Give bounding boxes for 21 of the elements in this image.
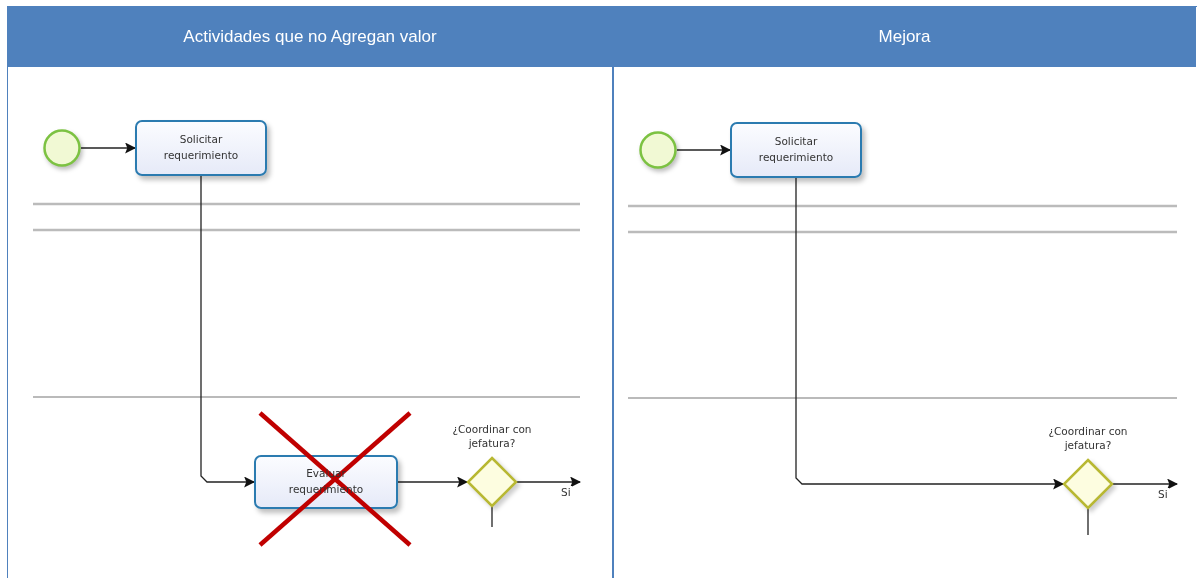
- task-box: Solicitar requerimiento: [730, 122, 862, 178]
- decision-label: ¿Coordinar con jefatura?: [451, 421, 533, 451]
- arrow: [516, 476, 582, 488]
- connector-line: [491, 506, 493, 528]
- start-event-circle: [43, 129, 81, 167]
- task-box: Solicitar requerimiento: [135, 120, 267, 176]
- start-event-circle: [639, 131, 677, 169]
- edge-label: Si: [560, 486, 572, 498]
- arrow: [200, 175, 256, 488]
- connector-line: [1087, 508, 1089, 536]
- table-column: [8, 7, 613, 578]
- table-column: [613, 7, 1197, 578]
- arrow: [1112, 478, 1179, 490]
- column-header: Actividades que no Agregan valor: [8, 7, 613, 67]
- column-header: Mejora: [613, 7, 1197, 67]
- arrow: [397, 476, 469, 488]
- edge-label: Si: [1157, 488, 1169, 500]
- arrow: [676, 144, 732, 156]
- arrow: [795, 177, 1065, 490]
- decision-label: ¿Coordinar con jefatura?: [1047, 423, 1129, 453]
- arrow: [80, 142, 137, 154]
